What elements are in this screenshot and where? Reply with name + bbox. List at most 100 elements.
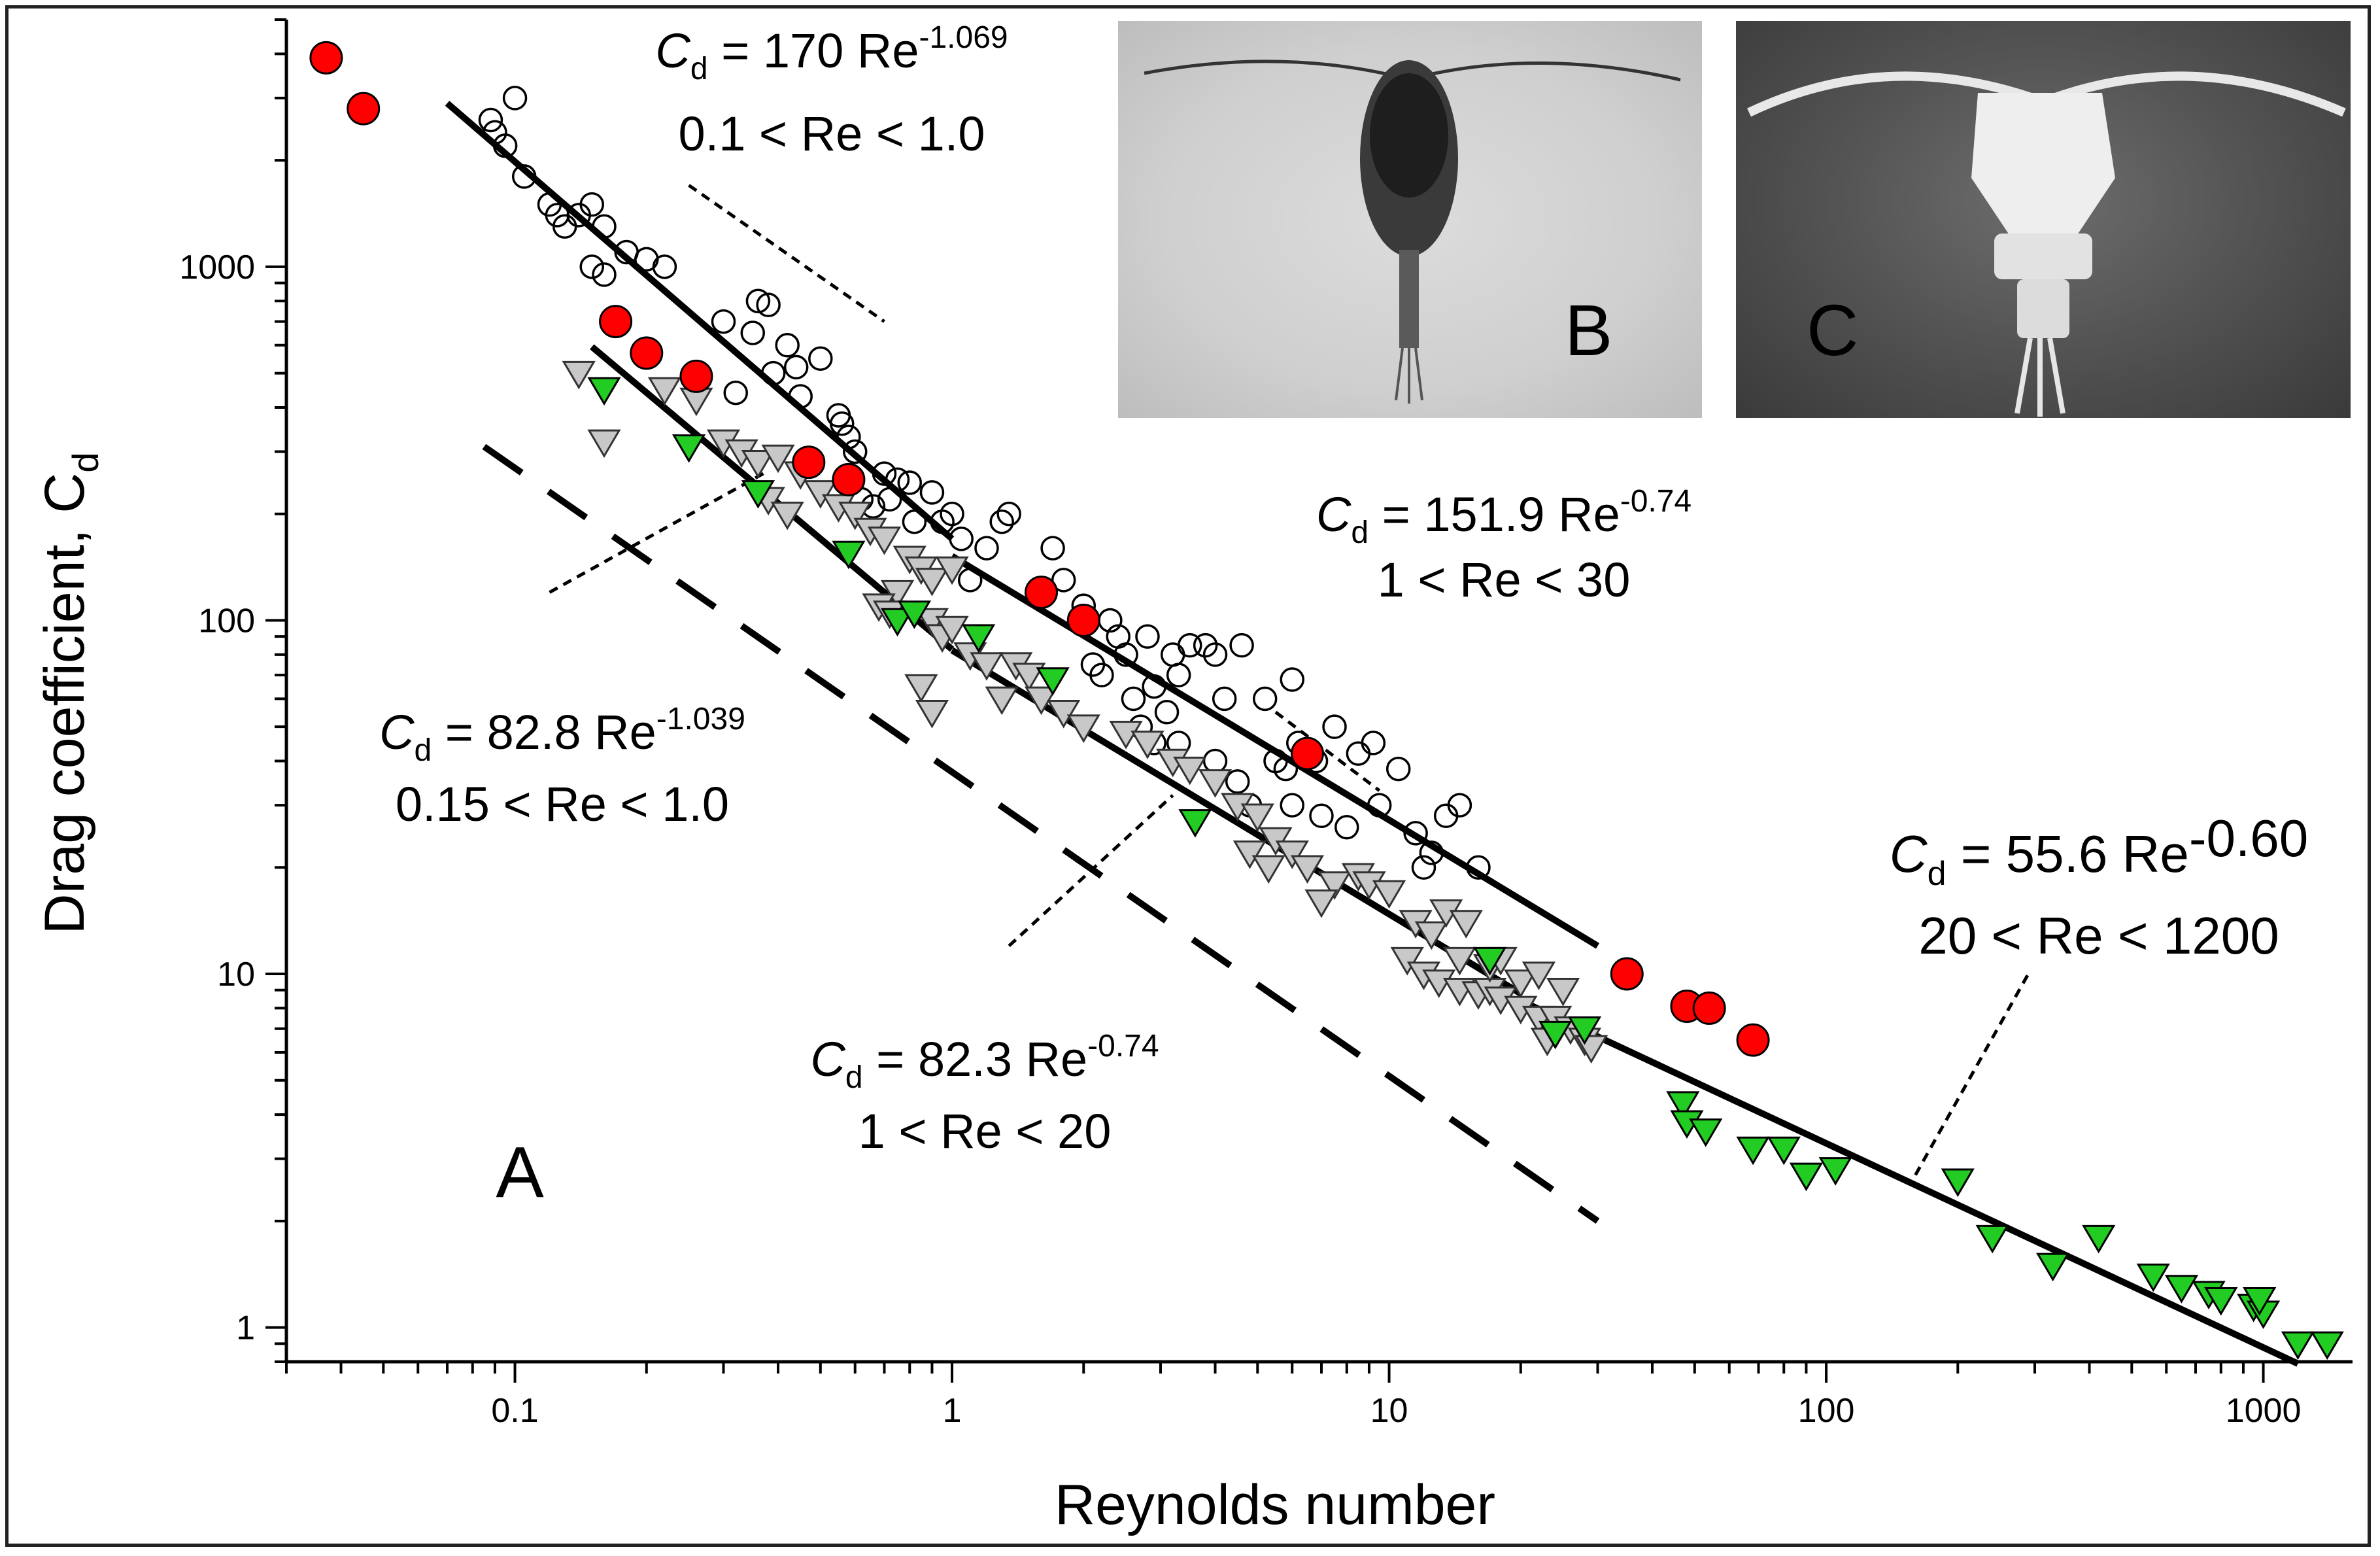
copepod-photo-b: B bbox=[1118, 21, 1702, 418]
green-triangle-point bbox=[2310, 1331, 2344, 1360]
green-triangle-point bbox=[2243, 1287, 2277, 1316]
x-tick-label: 1 bbox=[943, 1392, 962, 1430]
dashed-reference-line bbox=[482, 443, 1600, 1224]
open-circle-point bbox=[502, 86, 528, 111]
open-triangle-point bbox=[647, 377, 682, 406]
open-circle-point bbox=[1089, 663, 1114, 687]
open-circle-point bbox=[1142, 674, 1166, 699]
open-triangle-point bbox=[1173, 756, 1207, 786]
y-tick-label: 100 bbox=[198, 602, 255, 640]
green-triangle-point bbox=[1472, 946, 1507, 976]
panel-b-label: B bbox=[1565, 290, 1613, 371]
open-circle-point bbox=[492, 133, 518, 158]
annotation-fit-5: Cd = 55.6 Re-0.60 20 < Re < 1200 bbox=[1890, 809, 2308, 965]
green-triangle-point bbox=[1036, 667, 1070, 696]
open-triangle-point bbox=[1522, 961, 1556, 990]
open-circle-point bbox=[745, 288, 771, 313]
fit-4-exp: -0.74 bbox=[1087, 1029, 1159, 1063]
red-circle-point bbox=[1024, 576, 1058, 610]
open-circle-point bbox=[1309, 803, 1334, 829]
fit-2-coef: 151.9 bbox=[1423, 487, 1544, 542]
open-circle-point bbox=[1334, 814, 1359, 840]
red-circle-point bbox=[832, 462, 866, 496]
open-circle-point bbox=[1160, 642, 1185, 667]
open-triangle-point bbox=[1198, 769, 1232, 798]
open-circle-point bbox=[842, 439, 868, 464]
y-tick-label: 10 bbox=[217, 956, 255, 994]
annotation-fit-3: Cd = 82.8 Re-1.039 0.15 < Re < 1.0 bbox=[379, 702, 745, 831]
svg-text:Cd = 82.3 Re-0.74: Cd = 82.3 Re-0.74 bbox=[810, 1029, 1159, 1095]
open-circle-point bbox=[1202, 748, 1228, 774]
open-circle-point bbox=[1114, 642, 1138, 667]
open-triangle-point bbox=[1066, 714, 1100, 743]
open-circle-point bbox=[872, 461, 897, 486]
open-circle-point bbox=[478, 107, 503, 133]
copepod-drawing-b bbox=[1144, 60, 1681, 404]
green-triangle-point bbox=[2036, 1253, 2070, 1282]
green-triangle-point bbox=[1178, 809, 1212, 838]
x-axis-label: Reynolds number bbox=[1055, 1474, 1495, 1536]
fit-4-range: 1 < Re < 20 bbox=[858, 1104, 1112, 1158]
open-triangle-point bbox=[985, 686, 1019, 716]
open-circle-point bbox=[949, 527, 974, 551]
open-circle-point bbox=[756, 292, 781, 317]
green-triangle-point bbox=[1736, 1136, 1770, 1166]
open-triangle-point bbox=[587, 429, 621, 458]
y-axis-label-text: Drag coefficient, C bbox=[33, 473, 96, 935]
open-circle-point bbox=[1040, 536, 1065, 561]
open-circle-point bbox=[552, 214, 577, 239]
open-circle-point bbox=[1273, 756, 1299, 782]
open-circle-point bbox=[1193, 632, 1218, 658]
annotation-fit-4: Cd = 82.3 Re-0.74 1 < Re < 20 bbox=[810, 1029, 1159, 1158]
leader-line-1 bbox=[688, 184, 885, 323]
open-triangle-point bbox=[1290, 855, 1325, 884]
open-circle-point bbox=[829, 411, 855, 436]
open-circle-point bbox=[902, 509, 927, 534]
red-circle-point bbox=[630, 336, 664, 370]
open-circle-point bbox=[1411, 855, 1436, 880]
open-circle-point bbox=[1166, 663, 1191, 687]
green-triangle-point bbox=[1789, 1162, 1824, 1192]
green-triangle-point bbox=[2136, 1263, 2170, 1292]
open-circle-point bbox=[877, 487, 902, 512]
red-circle-point bbox=[347, 92, 381, 126]
open-circle-point bbox=[1447, 793, 1472, 818]
green-triangle-point bbox=[1567, 1016, 1602, 1045]
open-triangle-point bbox=[1012, 663, 1046, 691]
fit-3-exp: -1.039 bbox=[656, 702, 745, 736]
red-circle-point bbox=[1290, 736, 1324, 770]
red-circle-point bbox=[1610, 957, 1644, 991]
y-axis-label-subscript: d bbox=[65, 452, 106, 472]
open-circle-point bbox=[1280, 667, 1304, 692]
fit-1-exp: -1.069 bbox=[919, 20, 1008, 55]
green-triangle-point bbox=[1767, 1136, 1801, 1166]
open-circle-point bbox=[996, 501, 1021, 527]
copepod-photo-c: C bbox=[1736, 21, 2351, 418]
open-triangle-point bbox=[1414, 921, 1448, 950]
open-circle-point bbox=[592, 214, 617, 239]
green-triangle-point bbox=[1689, 1118, 1723, 1147]
open-triangle-point bbox=[1047, 700, 1081, 729]
open-triangle-point bbox=[1449, 910, 1483, 939]
fit-5-coef: 55.6 bbox=[2006, 825, 2108, 883]
open-circle-point bbox=[836, 424, 861, 449]
annotation-fit-1: Cd = 170 Re-1.069 0.1 < Re < 1.0 bbox=[655, 20, 1008, 161]
green-triangle-point bbox=[1538, 1020, 1572, 1050]
open-triangle-point bbox=[770, 501, 804, 530]
x-tick-label: 100 bbox=[1798, 1392, 1855, 1430]
open-triangle-point bbox=[1372, 880, 1406, 909]
open-triangle-point bbox=[935, 556, 969, 585]
svg-text:Cd = 151.9 Re-0.74: Cd = 151.9 Re-0.74 bbox=[1316, 484, 1692, 550]
open-circle-point bbox=[783, 354, 809, 380]
x-tick-label: 0.1 bbox=[491, 1392, 538, 1430]
open-triangle-point bbox=[915, 568, 949, 596]
x-tick-label: 10 bbox=[1370, 1392, 1408, 1430]
fit-3-coef: 82.8 bbox=[487, 705, 581, 759]
open-triangle-point bbox=[1275, 840, 1309, 869]
open-triangle-point bbox=[904, 674, 938, 703]
green-triangle-point bbox=[672, 434, 706, 463]
open-circle-point bbox=[760, 360, 786, 386]
leader-line-5 bbox=[1914, 973, 2030, 1176]
